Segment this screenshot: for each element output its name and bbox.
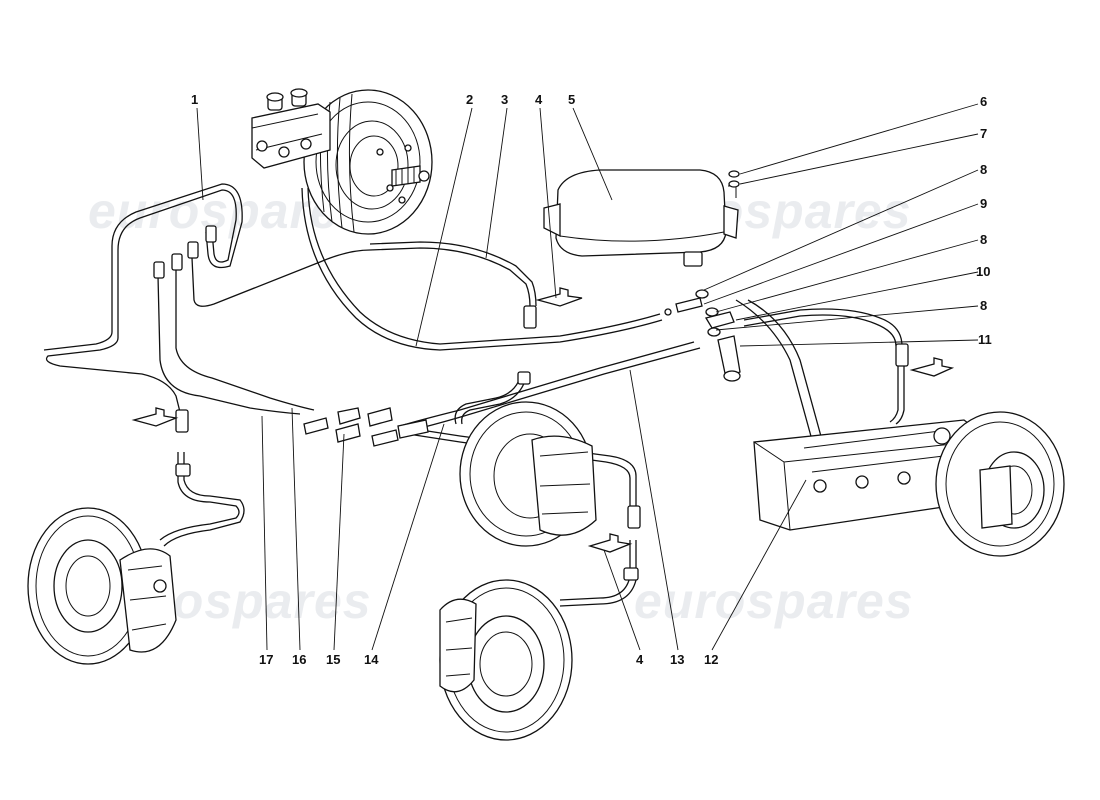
callout-17: 17 (259, 652, 273, 667)
callout-7: 7 (980, 126, 987, 141)
watermarks: eurospares eurospares eurospares eurospa… (88, 183, 914, 629)
fluid-reservoir (543, 169, 739, 267)
callout-4-top: 4 (535, 92, 543, 107)
callout-8-third: 8 (980, 298, 987, 313)
callout-5: 5 (568, 92, 575, 107)
rear-left-brake (459, 401, 597, 547)
callout-2: 2 (466, 92, 473, 107)
callout-11: 11 (978, 332, 992, 347)
fittings-stack (664, 170, 741, 382)
callout-10: 10 (976, 264, 990, 279)
callout-9: 9 (980, 196, 987, 211)
watermark-bottom-right: eurospares (634, 573, 914, 629)
front-left-brake (27, 507, 177, 665)
callout-8-first: 8 (980, 162, 987, 177)
line-fittings (131, 225, 955, 581)
leader-lines (196, 103, 979, 651)
callout-15: 15 (326, 652, 340, 667)
rear-right-brake (933, 411, 1065, 557)
master-cylinder (251, 88, 331, 169)
callout-6: 6 (980, 94, 987, 109)
brake-lines (43, 183, 905, 607)
front-right-brake (439, 579, 573, 741)
callout-3: 3 (501, 92, 508, 107)
callout-4-bottom: 4 (636, 652, 644, 667)
callout-16: 16 (292, 652, 306, 667)
callout-8-second: 8 (980, 232, 987, 247)
callout-13: 13 (670, 652, 684, 667)
callout-12: 12 (704, 652, 718, 667)
callout-1: 1 (191, 92, 198, 107)
callout-14: 14 (364, 652, 379, 667)
callout-numbers: 1 2 3 4 5 6 7 8 9 8 10 8 11 17 16 15 14 … (191, 92, 992, 667)
brake-booster (303, 89, 433, 235)
